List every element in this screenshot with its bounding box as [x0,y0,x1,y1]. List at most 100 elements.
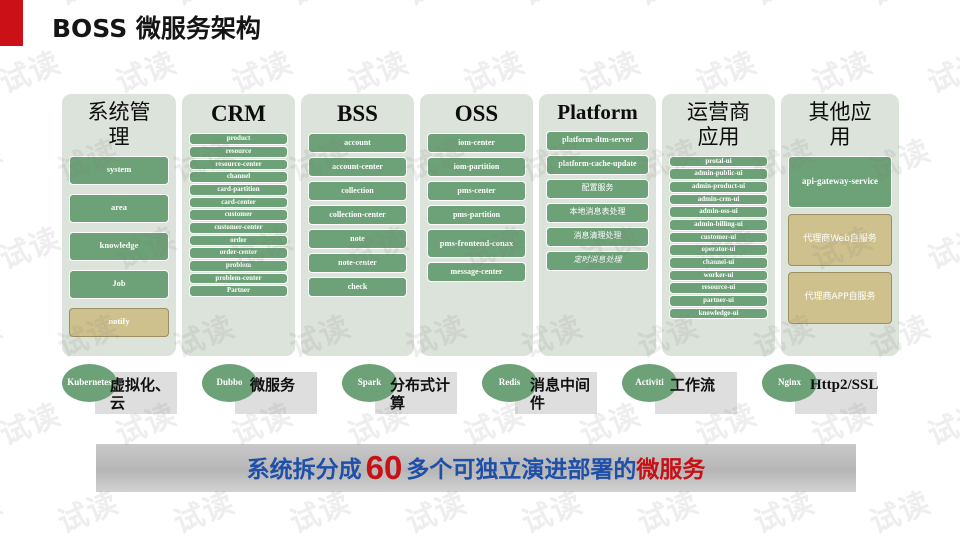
tech-pill[interactable]: Dubbo [202,364,257,402]
service-chip[interactable]: resource [189,145,288,158]
tech-pill[interactable]: Spark [342,364,397,402]
tech-pill[interactable]: Nginx [762,364,817,402]
column-title-line2: 理 [108,124,130,149]
service-chip[interactable]: product [189,133,288,145]
service-chip[interactable]: card-partition [189,183,288,196]
service-chip-list: system area knowledge Job notify [69,155,169,348]
watermark-text: 试读 [0,397,66,454]
service-chip[interactable]: admin-crm-ui [669,193,768,206]
service-chip[interactable]: card-center [189,196,288,209]
watermark-text: 试读 [865,485,936,540]
watermark-text: 试读 [0,309,8,366]
watermark-text: 试读 [0,221,66,278]
service-chip[interactable]: 配置服务 [546,178,649,199]
column-bss: BSS account account-center collection co… [301,94,414,356]
service-chip[interactable]: channel [189,171,288,183]
service-chip-list: product resource resource-center channel… [189,133,288,348]
column-title: BSS [337,101,378,126]
banner-part3: 微服务 [636,457,706,483]
service-chip[interactable]: problem-center [189,272,288,285]
service-chip[interactable]: notify [69,307,169,337]
service-chip-list: api-gateway-service 代理商Web自服务 代理商APP自服务 [788,155,892,348]
service-chip[interactable]: platform-dtm-server [546,130,649,151]
service-chip[interactable]: knowledge-ui [669,307,768,320]
column-title-line2: 用 [829,124,851,149]
service-chip[interactable]: order [189,234,288,247]
service-chip[interactable]: admin-public-ui [669,168,768,180]
service-chip[interactable]: admin-product-ui [669,180,768,193]
service-chip[interactable]: platform-cache-update [546,154,649,175]
service-chip[interactable]: order-center [189,247,288,259]
architecture-columns: 系统管 理 system area knowledge Job notify C… [62,94,900,356]
service-chip[interactable]: channel-ui [669,257,768,269]
column-title-line1: 运营商 [687,100,750,124]
tech-label: 消息中间件 [530,376,591,412]
service-chip[interactable]: protal-ui [669,155,768,168]
service-chip[interactable]: operator-ui [669,244,768,257]
banner-number: 60 [365,449,403,486]
service-chip[interactable]: 消息清理处理 [546,226,649,247]
service-chip[interactable]: 代理商APP自服务 [788,271,892,324]
column-title: OSS [454,101,499,126]
column-title: Platform [557,100,638,124]
column-title: 系统管 理 [69,100,169,150]
service-chip[interactable]: customer [189,209,288,221]
service-chip[interactable]: system [69,155,169,185]
service-chip[interactable]: pms-frontend-conax [427,229,526,259]
service-chip[interactable]: customer-center [189,221,288,234]
service-chip[interactable]: pms-center [427,181,526,202]
column-oss: OSS iom-center iom-partition pms-center … [420,94,533,356]
watermark-text: 试读 [923,221,960,278]
tech-label: 分布式计算 [390,376,451,412]
service-chip-list: iom-center iom-partition pms-center pms-… [427,133,526,348]
service-chip[interactable]: problem [189,260,288,272]
service-chip-list: protal-ui admin-public-ui admin-product-… [669,155,768,348]
tech-label: 工作流 [670,376,716,394]
tech-label: Http2/SSL [810,377,879,393]
service-chip[interactable]: iom-center [427,133,526,154]
service-chip[interactable]: account-center [308,157,407,178]
service-chip[interactable]: customer-ui [669,231,768,244]
service-chip[interactable]: worker-ui [669,269,768,282]
column-title-line1: 系统管 [87,100,151,124]
column-title-line1: 其他应 [808,100,872,124]
tech-label: 微服务 [250,376,296,394]
service-chip[interactable]: area [69,193,169,223]
service-chip[interactable]: note-center [308,253,407,274]
column-title: 其他应 用 [788,100,892,150]
service-chip[interactable]: admin-billing-ui [669,218,768,231]
service-chip[interactable]: collection-center [308,205,407,226]
watermark-text: 试读 [923,397,960,454]
service-chip[interactable]: 定时消息处理 [546,250,649,271]
tech-pill[interactable]: Kubernetes [62,364,117,402]
banner-part1: 系统拆分成 [246,457,362,483]
column-crm: CRM product resource resource-center cha… [182,94,295,356]
column-platform: Platform platform-dtm-server platform-ca… [539,94,656,356]
tech-pill[interactable]: Activiti [622,364,677,402]
service-chip[interactable]: note [308,229,407,250]
service-chip-list: account account-center collection collec… [308,133,407,348]
column-title: CRM [211,101,266,126]
service-chip[interactable]: api-gateway-service [788,155,892,208]
service-chip[interactable]: admin-oss-ui [669,206,768,218]
service-chip[interactable]: resource-center [189,158,288,171]
page-title: BOSS 微服务架构 [52,14,261,43]
service-chip[interactable]: Job [69,269,169,299]
service-chip[interactable]: resource-ui [669,282,768,295]
technology-row: Kubernetes 虚拟化、云 Dubbo 微服务 Spark 分布式计算 R… [62,362,910,424]
service-chip[interactable]: Partner [189,285,288,298]
service-chip[interactable]: iom-partition [427,157,526,178]
service-chip[interactable]: 本地消息表处理 [546,202,649,223]
tech-pill[interactable]: Redis [482,364,537,402]
service-chip[interactable]: message-center [427,262,526,283]
service-chip[interactable]: check [308,277,407,298]
service-chip[interactable]: pms-partition [427,205,526,226]
service-chip[interactable]: collection [308,181,407,202]
column-system-management: 系统管 理 system area knowledge Job notify [62,94,176,356]
service-chip[interactable]: partner-ui [669,295,768,307]
service-chip[interactable]: knowledge [69,231,169,261]
service-chip[interactable]: account [308,133,407,154]
service-chip[interactable]: 代理商Web自服务 [788,213,892,266]
service-chip-list: platform-dtm-server platform-cache-updat… [546,130,649,348]
column-operator-apps: 运营商 应用 protal-ui admin-public-ui admin-p… [662,94,775,356]
